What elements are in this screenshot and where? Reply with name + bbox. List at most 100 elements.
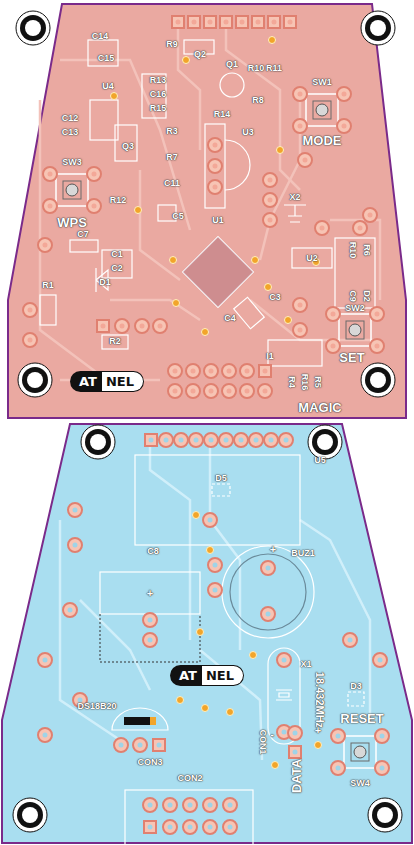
pcb-path <box>8 4 406 418</box>
pcb-use <box>204 16 216 28</box>
pcb-use <box>208 180 222 194</box>
pcb-use <box>13 798 47 832</box>
pcb-use <box>370 339 384 353</box>
pcb-g <box>331 729 389 775</box>
part-designator: C1 <box>111 250 123 259</box>
pcb-use <box>204 384 218 398</box>
pcb-use <box>375 761 389 775</box>
part-designator: R16 <box>300 374 309 391</box>
pcb-rect <box>150 717 156 725</box>
pcb-g <box>40 22 380 390</box>
pcb-g <box>100 455 364 845</box>
pcb-use <box>363 208 377 222</box>
part-designator: C9 <box>348 290 357 302</box>
pcb-use <box>143 613 157 627</box>
pcb-rect <box>125 790 253 845</box>
pcb-use <box>265 284 272 291</box>
pcb-path <box>200 650 262 760</box>
pcb-g <box>168 364 272 398</box>
pcb-use <box>331 729 345 743</box>
part-designator: R11 <box>266 64 282 73</box>
board-marking: + <box>315 725 321 736</box>
pcb-rect <box>102 335 128 349</box>
pcb-rect <box>348 692 364 706</box>
pcb-circle <box>222 546 314 638</box>
pcb-use <box>252 257 259 264</box>
board-marking: WPS <box>57 216 87 229</box>
part-designator: C8 <box>147 547 159 556</box>
pcb-use <box>56 174 88 206</box>
pcb-use <box>308 425 342 459</box>
pcb-use <box>186 364 200 378</box>
part-designator: C5 <box>172 212 184 221</box>
part-designator: C4 <box>224 314 236 323</box>
pcb-use <box>263 173 277 187</box>
pcb-use <box>163 798 177 812</box>
pcb-g <box>114 726 302 758</box>
pcb-use <box>361 363 395 397</box>
pcb-g <box>38 503 387 742</box>
pcb-use <box>361 11 395 45</box>
pcb-use <box>183 798 197 812</box>
pcb-use <box>344 736 376 768</box>
part-designator: R9 <box>166 40 178 49</box>
pcb-use <box>81 425 115 459</box>
part-designator: R8 <box>252 96 264 105</box>
part-designator: SW2 <box>345 304 365 313</box>
part-designator: C2 <box>111 264 123 273</box>
part-designator: D5 <box>215 474 227 483</box>
pcb-use <box>368 798 402 832</box>
pcb-use <box>159 433 173 447</box>
pcb-use <box>188 16 200 28</box>
pcb-use <box>268 16 280 28</box>
pcb-use <box>240 364 254 378</box>
pcb-use <box>337 87 351 101</box>
pcb-g <box>60 440 370 760</box>
pcb-use <box>258 384 272 398</box>
part-designator: R6 <box>362 244 371 256</box>
pcb-use <box>208 583 222 597</box>
pcb-use <box>163 820 177 834</box>
part-designator: R10 <box>248 64 265 73</box>
pcb-use <box>87 167 101 181</box>
pcb-use <box>272 762 279 769</box>
pcb-use <box>133 738 147 752</box>
part-designator: R13 <box>150 76 167 85</box>
pcb-use <box>252 16 264 28</box>
board-marking: - <box>270 729 274 740</box>
board-marking: SET <box>339 351 364 364</box>
pcb-rect <box>292 248 332 268</box>
part-designator: Q1 <box>226 60 238 69</box>
pcb-path <box>140 170 180 280</box>
part-designator: U1 <box>212 216 224 225</box>
pcb-use <box>259 365 271 377</box>
pcb-use <box>172 16 184 28</box>
part-designator: SW4 <box>350 779 370 788</box>
pcb-use <box>68 503 82 517</box>
pcb-use <box>168 364 182 378</box>
part-designator: X2 <box>289 193 300 202</box>
pcb-use <box>203 820 217 834</box>
pcb-use <box>38 728 52 742</box>
board-marking: DATA <box>290 759 303 793</box>
part-designator: R3 <box>166 127 178 136</box>
pcb-use <box>306 94 338 126</box>
part-designator: R7 <box>166 153 178 162</box>
pcb-use <box>331 761 345 775</box>
board-marking: MAGIC <box>298 401 341 414</box>
pcb-use <box>144 821 156 833</box>
pcb-use <box>43 199 57 213</box>
pcb-use <box>115 319 129 333</box>
part-designator: R4 <box>287 376 296 388</box>
part-designator: R5 <box>313 376 322 388</box>
pcb-use <box>204 364 218 378</box>
pcb-use <box>236 16 248 28</box>
pcb-use <box>203 513 217 527</box>
pcb-use <box>343 633 357 647</box>
pcb-use <box>183 57 190 64</box>
pcb-path <box>60 60 190 230</box>
pcb-use <box>223 798 237 812</box>
logo-text: AT <box>70 371 102 392</box>
pcb-use <box>177 697 184 704</box>
